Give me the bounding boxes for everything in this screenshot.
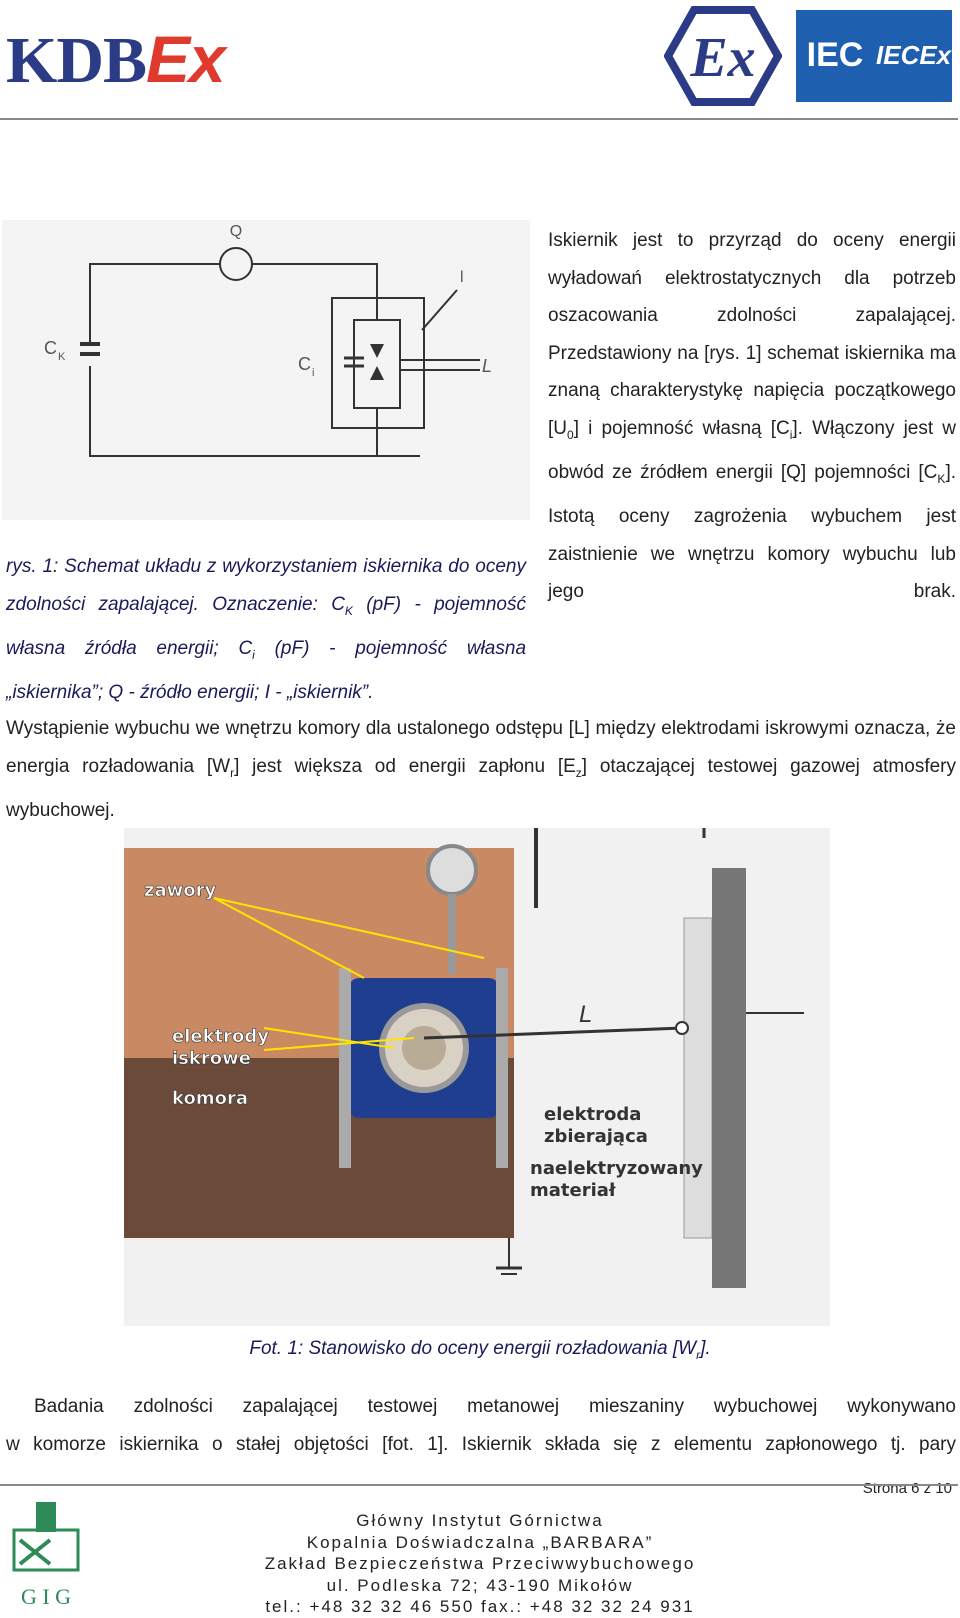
- footer-line-5: tel.: +48 32 32 46 550 fax.: +48 32 32 2…: [265, 1597, 695, 1616]
- iec-iecex-logo: IEC IECEx: [796, 10, 952, 102]
- para1-sub-1: 0: [567, 427, 574, 442]
- label-material-2: materiał: [530, 1180, 617, 1201]
- footer-line-4: ul. Podleska 72; 43-190 Mikołów: [326, 1575, 634, 1595]
- label-elektrody-2: iskrowe: [172, 1048, 251, 1069]
- caption1-part-a: rys. 1: Schemat układu z wykorzystaniem …: [6, 556, 526, 615]
- footer-line-1: Główny Instytut Górnictwa: [356, 1511, 604, 1530]
- label-zbierajaca-1: elektroda: [544, 1104, 641, 1125]
- para1-part-2: ] i pojemność własną [C: [573, 417, 790, 439]
- diagram-label-ck: C: [44, 338, 57, 358]
- page-number: Strona 6 z 10: [862, 1480, 952, 1497]
- label-material-1: naelektryzowany: [530, 1158, 703, 1179]
- para1-part-3: ]. Włączony jest w obwód ze źródłem ener…: [548, 417, 956, 483]
- footer-line-2: Kopalnia Doświadczalna „BARBARA”: [306, 1532, 654, 1552]
- para2-part-1: Wystąpienie wybuchu we wnętrzu komory dl…: [6, 718, 956, 777]
- label-zawory: zawory: [144, 880, 216, 901]
- logo-ex-text: Ex: [146, 22, 226, 96]
- caption1-sub-k: K: [344, 603, 353, 618]
- caption1-sub-i: i: [252, 647, 255, 662]
- ex-hexagon-logo: Ex: [664, 6, 782, 106]
- gig-text: G I G: [21, 1584, 71, 1609]
- para1-sub-2: i: [789, 427, 793, 442]
- gig-logo: G I G: [12, 1502, 80, 1609]
- kdbex-logo: KDBEx: [6, 24, 226, 97]
- para2-sub-1: r: [230, 765, 235, 780]
- label-zbierajaca-2: zbierająca: [544, 1126, 648, 1147]
- iecex-label: IECEx: [876, 40, 952, 70]
- caption2-part-2: ].: [700, 1338, 711, 1359]
- diagram-label-ck-sub: K: [58, 351, 66, 363]
- para1-part-1: Iskiernik jest to przyrząd do oceny ener…: [548, 230, 956, 439]
- paragraph-1: Iskiernik jest to przyrząd do oceny ener…: [548, 222, 956, 611]
- para3-line-2: w komorze iskiernika o stałej objętości …: [6, 1433, 956, 1455]
- caption2-part-1: Fot. 1: Stanowisko do oceny energii rozł…: [249, 1338, 697, 1359]
- label-komora: komora: [172, 1088, 248, 1109]
- diagram-label-ci-sub: i: [312, 367, 314, 379]
- para1-part-4: ]. Istotą oceny zagrożenia wybuchem jest…: [548, 461, 956, 603]
- header-divider: [0, 118, 958, 120]
- figure-caption-1: rys. 1: Schemat układu z wykorzystaniem …: [6, 548, 526, 712]
- figure-caption-2: Fot. 1: Stanowisko do oceny energii rozł…: [0, 1338, 960, 1362]
- iec-label: IEC: [806, 36, 864, 74]
- paragraph-3: Badania zdolności zapalającej testowej m…: [6, 1388, 956, 1463]
- diagram-label-ci: C: [298, 354, 311, 374]
- logo-kdb-text: KDB: [6, 24, 147, 97]
- footer-divider: [0, 1484, 958, 1486]
- footer-line-3: Zakład Bezpieczeństwa Przeciwwybuchowego: [264, 1554, 696, 1573]
- diagram-label-l: l: [460, 269, 464, 286]
- para2-part-3: ] otaczającej testowej gazowej atmosfery…: [6, 755, 956, 821]
- circuit-diagram: Q C K C i l L: [2, 220, 530, 520]
- label-elektrody-1: elektrody: [172, 1026, 269, 1047]
- para1-sub-3: K: [937, 471, 946, 486]
- test-stand-photo: zawory elektrody iskrowe komora elektrod…: [124, 828, 830, 1326]
- paragraph-2: Wystąpienie wybuchu we wnętrzu komory dl…: [6, 710, 956, 829]
- diagram-label-L: L: [482, 356, 492, 376]
- para3-line-1: Badania zdolności zapalającej testowej m…: [34, 1396, 956, 1417]
- caption2-sub-1: r: [696, 1347, 701, 1362]
- para2-sub-2: z: [575, 765, 582, 780]
- caption1-part-b: (pF) - pojemność własna źródła energii; …: [6, 593, 526, 659]
- footer-address: Główny Instytut Górnictwa Kopalnia Doświ…: [200, 1510, 760, 1618]
- ex-mark-text: Ex: [689, 27, 755, 89]
- label-L: L: [579, 1001, 592, 1028]
- para2-part-2: ] jest większa od energii zapłonu [E: [234, 755, 576, 777]
- diagram-label-q: Q: [230, 223, 242, 240]
- caption1-part-c: (pF) - pojemność własna „iskiernika”; Q …: [6, 637, 527, 704]
